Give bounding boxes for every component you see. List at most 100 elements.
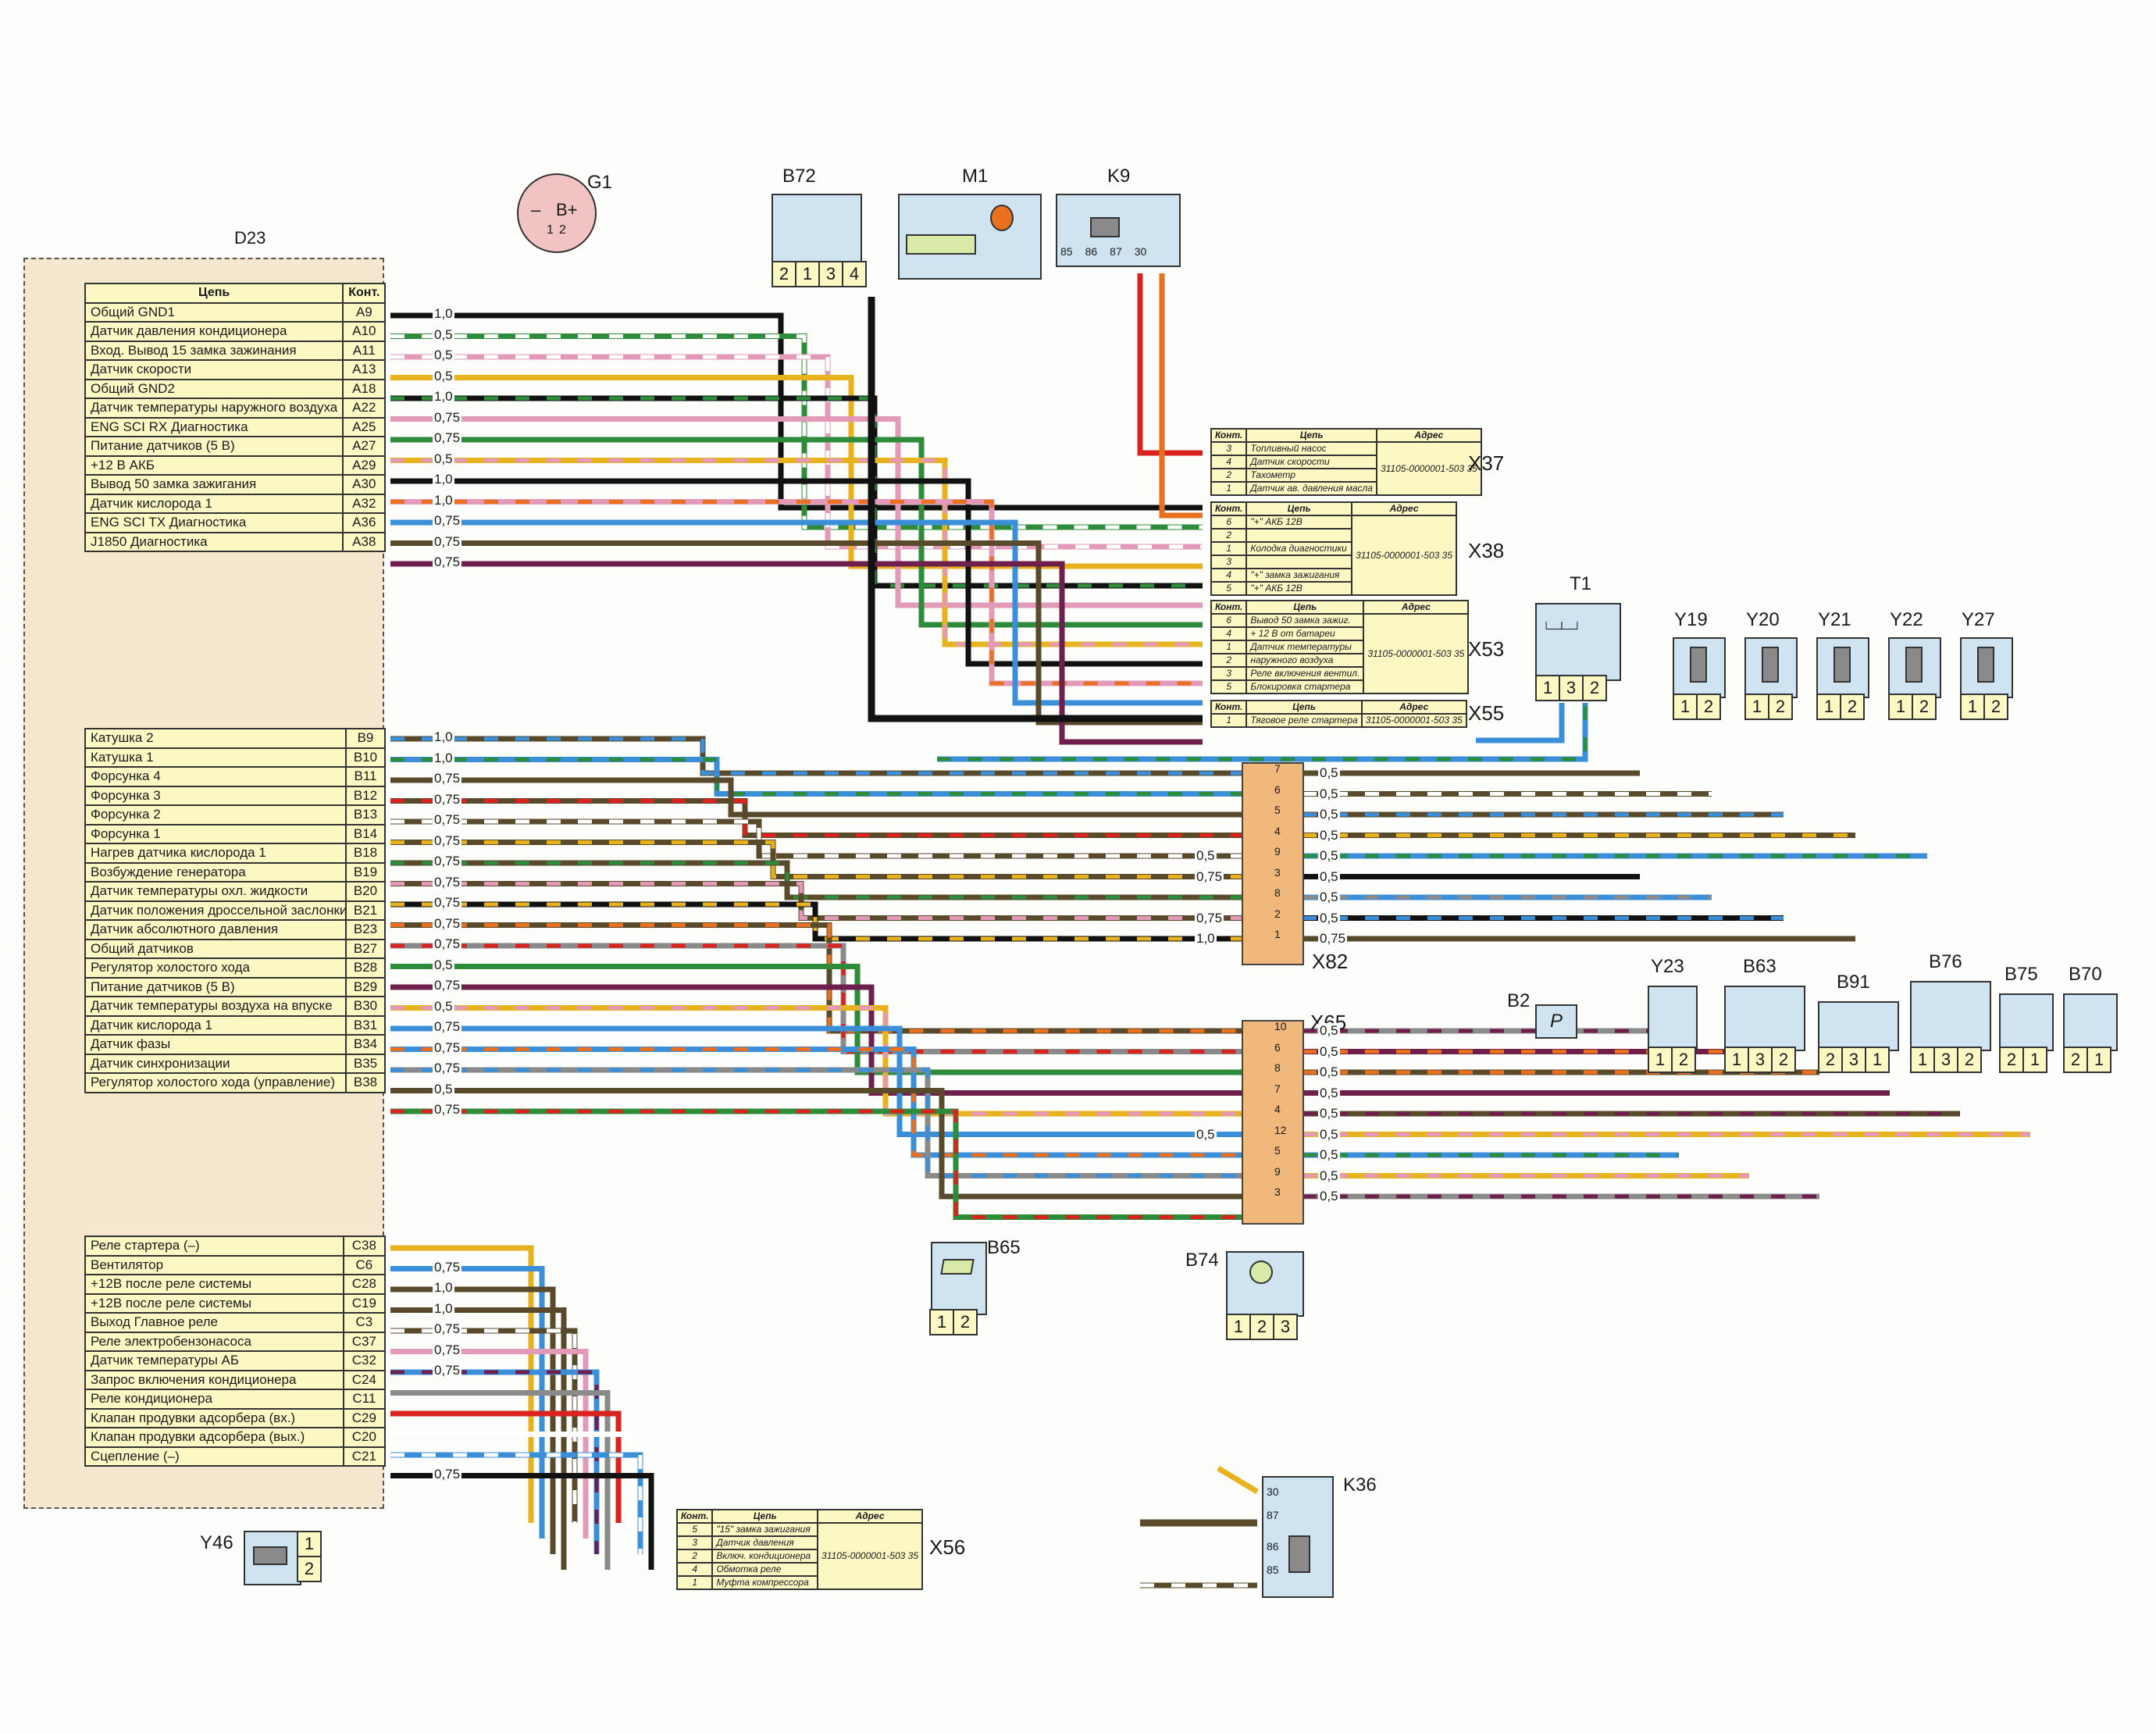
wire: [390, 354, 1203, 550]
y27-label: Y27: [1962, 609, 1995, 630]
table-row: 4+ 12 В от батареи: [1210, 626, 1468, 641]
connector-pin-number: 3: [1274, 1186, 1281, 1198]
pin-id: C19: [342, 1293, 387, 1314]
injector-coil-icon: [1977, 647, 1994, 683]
pressure-switch-icon: P: [1535, 1004, 1577, 1039]
wire-gauge: 1,0: [433, 389, 454, 405]
pin-id: A25: [342, 416, 387, 437]
wire: [390, 540, 1203, 726]
pin: 85: [1267, 1564, 1279, 1576]
wire: [390, 964, 1249, 1075]
circuit-name: Общий датчиков: [84, 938, 347, 959]
circuit-name: Форсунка 1: [84, 823, 347, 844]
wire-stripe: [390, 334, 1203, 530]
circuit-name: Общий GND2: [84, 378, 344, 399]
wire: [390, 840, 1249, 879]
wire-gauge: 0,75: [433, 1466, 462, 1482]
pin: 2: [1210, 468, 1248, 483]
pin: 6: [1210, 613, 1248, 628]
injector-coil-icon: [1762, 647, 1779, 683]
pin: 4: [1210, 455, 1248, 469]
wire: [390, 1088, 1249, 1200]
ecu-pin-row: Регулятор холостого хода (управление)B38: [84, 1072, 386, 1093]
wire: [390, 1108, 1249, 1220]
circuit: Муфта компрессора: [711, 1575, 819, 1590]
circuit-name: Катушка 1: [84, 747, 347, 768]
wire-gauge: 0,5: [433, 348, 454, 363]
motor-icon: [990, 205, 1014, 231]
pin: 1: [1910, 1047, 1935, 1073]
wire-gauge: 0,5: [433, 368, 454, 384]
b63-body: [1724, 986, 1805, 1051]
wire-gauge: 0,5: [1318, 1189, 1340, 1204]
pin-id: B35: [345, 1053, 386, 1074]
pin-id: B10: [345, 747, 386, 768]
col-circuit: Цепь: [84, 283, 344, 304]
pin: 3: [1210, 554, 1248, 569]
y22-label: Y22: [1890, 609, 1923, 630]
pin: 1: [795, 261, 820, 287]
pin-id: A10: [342, 321, 387, 342]
wire-gauge: 0,5: [1195, 848, 1217, 864]
col-pin: Конт.: [675, 1509, 714, 1524]
b2-label: B2: [1507, 990, 1531, 1011]
wire-gauge: 1,0: [433, 729, 454, 745]
pin-id: C21: [342, 1446, 387, 1467]
circuit-name: Питание датчиков (5 В): [84, 976, 347, 997]
wire: [1159, 273, 1203, 519]
wire: [1217, 1465, 1259, 1495]
circuit-name: Запрос включения кондиционера: [84, 1369, 344, 1390]
ecu-pin-row: Питание датчиков (5 В)B29: [84, 976, 386, 997]
wire-gauge: 0,5: [1318, 807, 1340, 822]
wire-stripe: [390, 1109, 1249, 1219]
wire: [390, 984, 1249, 1096]
pin-id: B29: [345, 976, 386, 997]
pin: 2: [1210, 528, 1248, 543]
wire: [390, 860, 1249, 900]
t1-body: [1535, 603, 1621, 681]
b72-label: B72: [782, 166, 816, 187]
wire: [390, 478, 1203, 667]
wire-gauge: 0,75: [433, 554, 462, 570]
wire-gauge: 0,5: [433, 451, 454, 467]
connector-block-x65: [1242, 1020, 1304, 1225]
t1-label: T1: [1570, 573, 1592, 594]
wire-stripe: [390, 1453, 643, 1554]
pin: 5: [675, 1522, 714, 1537]
pin: 2: [772, 261, 796, 287]
wire: [390, 881, 1249, 921]
wire-gauge: 0,5: [1318, 1064, 1340, 1080]
pin-id: B9: [345, 728, 386, 749]
wire: [390, 458, 1203, 647]
connector-pin-number: 7: [1274, 1082, 1281, 1095]
wire: [390, 1005, 1249, 1117]
b70-label: B70: [2069, 964, 2102, 985]
pin: 2: [1912, 694, 1937, 720]
x53-label: X53: [1468, 637, 1505, 661]
pin-id: B34: [345, 1034, 386, 1055]
pin: 1: [675, 1575, 714, 1590]
wire-gauge: 0,75: [433, 833, 462, 849]
wire-gauge: 0,5: [433, 957, 454, 973]
pin-id: B12: [345, 785, 386, 806]
col-address: Адрес: [1363, 600, 1470, 615]
b75-body: [1999, 993, 2054, 1051]
b74-label: B74: [1185, 1250, 1219, 1271]
circuit-name: Датчик температуры охл. жидкости: [84, 881, 347, 902]
circuit-name: Возбуждение генератора: [84, 861, 347, 883]
ecu-pin-row: Сцепление (–)C21: [84, 1446, 387, 1467]
ecu-pin-row: Клапан продувки адсорбера (вх.)C29: [84, 1407, 387, 1428]
g1-pin-2: 2: [559, 223, 566, 237]
circuit: Включ. кондиционера: [711, 1549, 819, 1564]
